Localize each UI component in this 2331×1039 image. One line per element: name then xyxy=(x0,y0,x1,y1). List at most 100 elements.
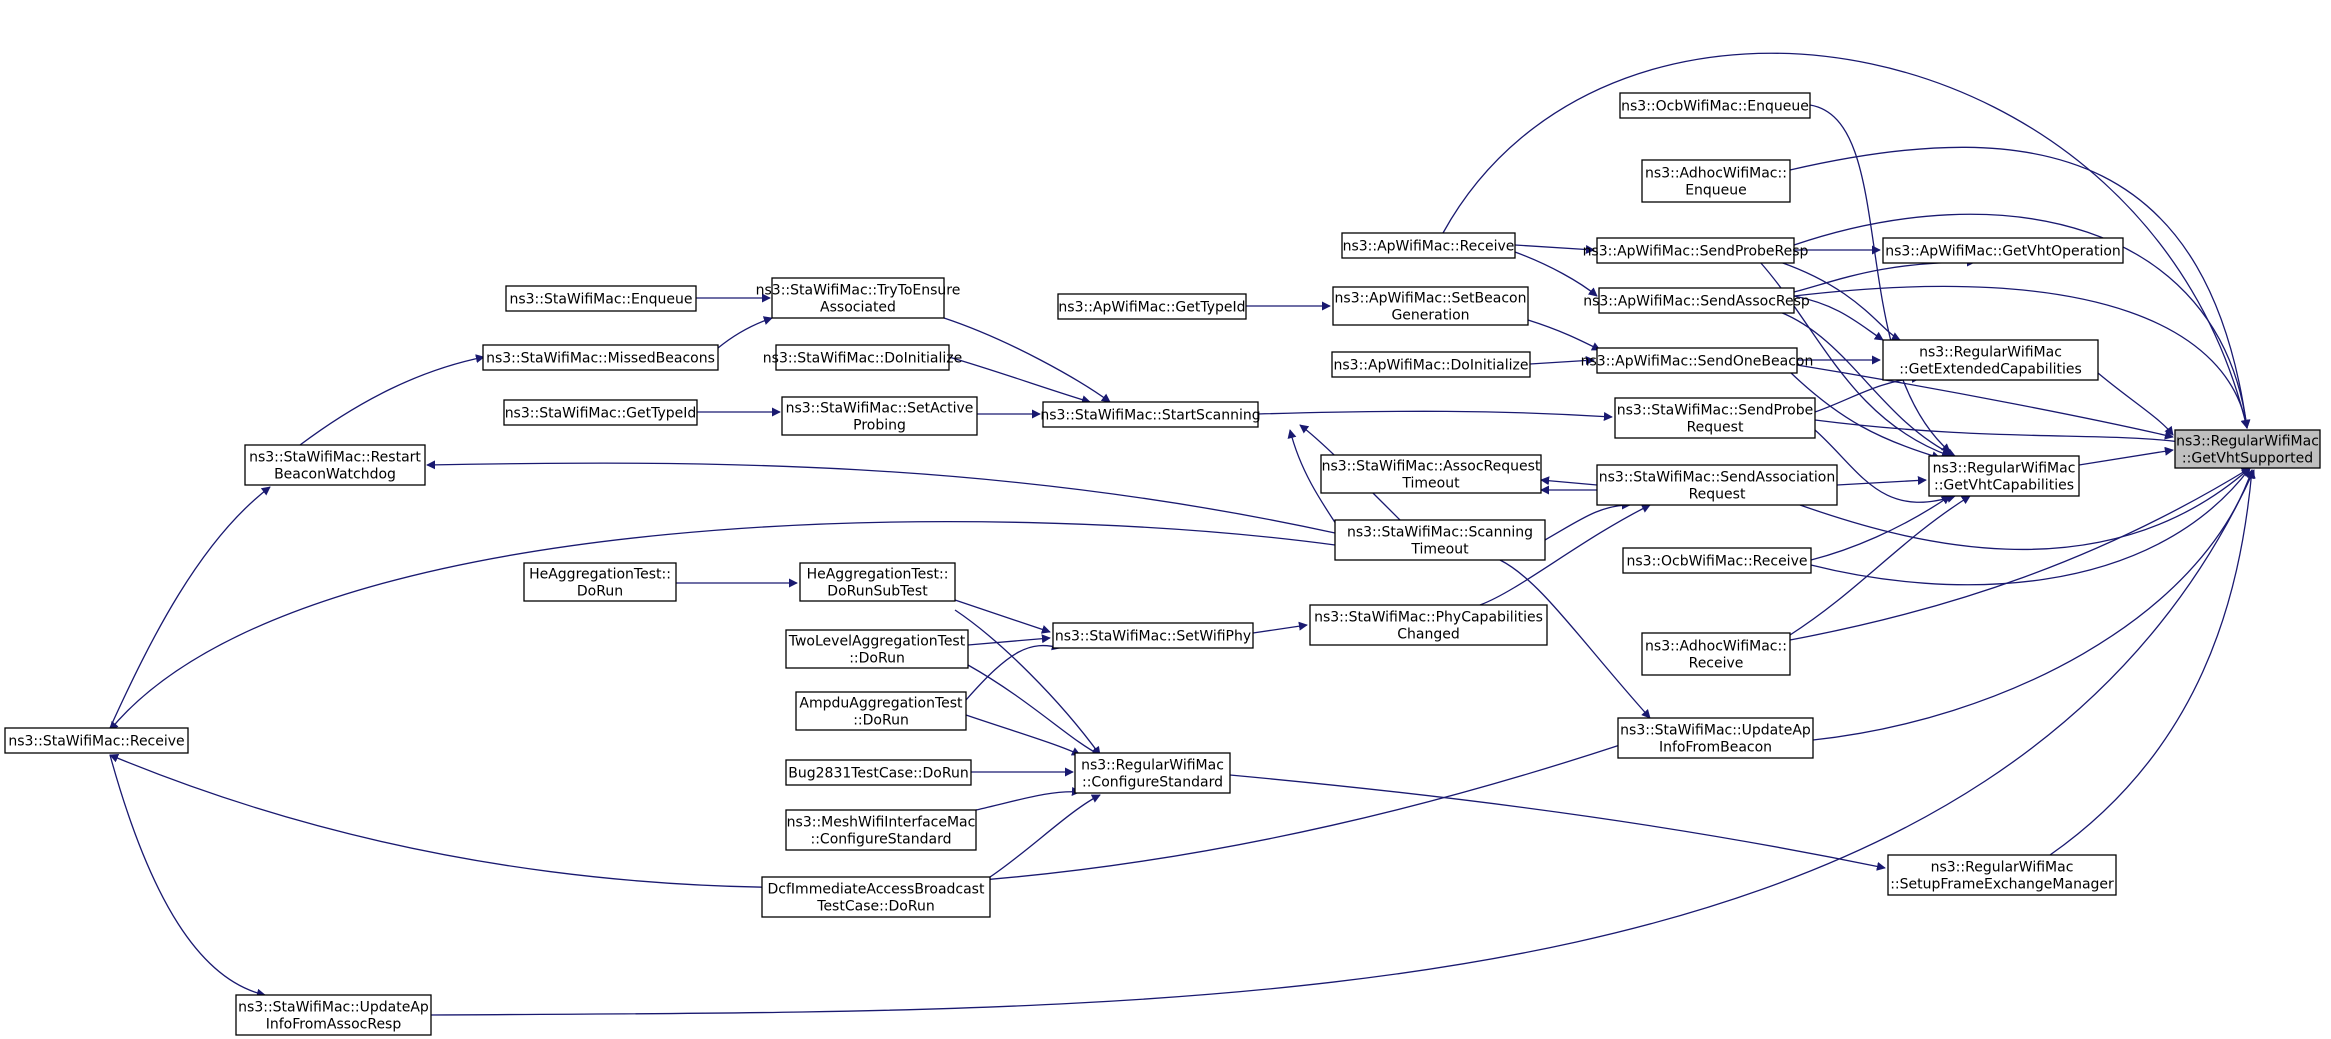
node-ap-sendproberesp[interactable]: ns3::ApWifiMac::SendProbeResp xyxy=(1583,237,1809,264)
node-label: ns3::ApWifiMac::SendAssocResp xyxy=(1583,294,1810,310)
call-edge xyxy=(1514,251,1598,297)
node-sta-updateapassoc[interactable]: ns3::StaWifiMac::UpdateApInfoFromAssocRe… xyxy=(235,994,432,1036)
node-label: DoRun xyxy=(577,584,623,600)
call-edge xyxy=(1793,295,1884,341)
node-twolevel-dorun[interactable]: TwoLevelAggregationTest::DoRun xyxy=(785,629,969,669)
node-ap-gettypeid[interactable]: ns3::ApWifiMac::GetTypeId xyxy=(1057,293,1247,320)
node-adhoc-receive[interactable]: ns3::AdhocWifiMac::Receive xyxy=(1641,632,1791,676)
node-mesh-configstd[interactable]: ns3::MeshWifiInterfaceMac::ConfigureStan… xyxy=(785,809,977,851)
node-reg-setupframe[interactable]: ns3::RegularWifiMac::SetupFrameExchangeM… xyxy=(1887,854,2117,896)
call-edge xyxy=(1836,475,1927,486)
call-edge xyxy=(975,786,1081,811)
node-label: ns3::RegularWifiMac xyxy=(2176,434,2319,450)
node-label: Probing xyxy=(853,418,906,434)
node-ocb-enqueue[interactable]: ns3::OcbWifiMac::Enqueue xyxy=(1619,92,1811,119)
node-label: ns3::RegularWifiMac xyxy=(1933,461,2076,477)
node-label: ns3::OcbWifiMac::Receive xyxy=(1627,554,1808,570)
node-sta-startscanning[interactable]: ns3::StaWifiMac::StartScanning xyxy=(1040,401,1261,428)
call-edge xyxy=(1229,774,1886,871)
call-edge xyxy=(954,599,1051,634)
node-label: InfoFromAssocResp xyxy=(266,1017,402,1033)
node-label: Enqueue xyxy=(1685,183,1747,199)
node-sta-gettypeid[interactable]: ns3::StaWifiMac::GetTypeId xyxy=(503,399,698,426)
node-label: HeAggregationTest:: xyxy=(529,567,671,583)
node-sta-missedbeacons[interactable]: ns3::StaWifiMac::MissedBeacons xyxy=(482,344,719,371)
node-label: ns3::StaWifiMac::SetActive xyxy=(786,401,974,417)
node-label: BeaconWatchdog xyxy=(274,467,396,483)
call-edge xyxy=(1789,467,2251,641)
node-sta-doinit[interactable]: ns3::StaWifiMac::DoInitialize xyxy=(763,344,962,371)
node-label: ns3::OcbWifiMac::Enqueue xyxy=(1621,99,1809,115)
node-label: ns3::MeshWifiInterfaceMac xyxy=(787,815,976,831)
node-label: ns3::StaWifiMac::SetWifiPhy xyxy=(1055,629,1251,645)
node-ap-sendassocresp[interactable]: ns3::ApWifiMac::SendAssocResp xyxy=(1583,287,1810,314)
node-sta-receive[interactable]: ns3::StaWifiMac::Receive xyxy=(4,727,189,754)
call-edge xyxy=(1287,429,1341,531)
node-ap-receive[interactable]: ns3::ApWifiMac::Receive xyxy=(1341,232,1516,259)
node-dcf-dorun[interactable]: DcfImmediateAccessBroadcastTestCase::DoR… xyxy=(761,876,991,918)
node-ampdu-dorun[interactable]: AmpduAggregationTest::DoRun xyxy=(795,691,967,731)
call-edge xyxy=(965,641,1061,701)
call-edge xyxy=(429,469,2255,1016)
node-adhoc-enqueue[interactable]: ns3::AdhocWifiMac::Enqueue xyxy=(1641,159,1791,203)
node-ap-getvhtoperation[interactable]: ns3::ApWifiMac::GetVhtOperation xyxy=(1882,237,2124,264)
call-edge xyxy=(1796,364,2174,440)
call-edge xyxy=(1252,621,1308,634)
node-he-dorunsubtest[interactable]: HeAggregationTest::DoRunSubTest xyxy=(799,562,956,602)
node-label: ns3::ApWifiMac::SendOneBeacon xyxy=(1581,354,1814,370)
node-target[interactable]: ns3::RegularWifiMac::GetVhtSupported xyxy=(2174,429,2321,469)
call-edge xyxy=(1540,476,1598,486)
call-edge xyxy=(1779,261,1901,341)
node-label: ns3::StaWifiMac::DoInitialize xyxy=(763,351,962,367)
node-label: Generation xyxy=(1391,308,1469,324)
node-ap-doinit[interactable]: ns3::ApWifiMac::DoInitialize xyxy=(1331,351,1531,378)
call-edge xyxy=(1789,146,2251,429)
node-label: ns3::ApWifiMac::DoInitialize xyxy=(1334,358,1529,374)
node-label: ns3::StaWifiMac::GetTypeId xyxy=(505,406,697,422)
node-ocb-receive[interactable]: ns3::OcbWifiMac::Receive xyxy=(1622,547,1812,574)
node-label: ::GetVhtCapabilities xyxy=(1934,478,2074,494)
node-reg-getextcap[interactable]: ns3::RegularWifiMac::GetExtendedCapabili… xyxy=(1882,339,2099,381)
call-edge xyxy=(426,460,1336,534)
node-label: ns3::RegularWifiMac xyxy=(1919,345,2062,361)
call-edge xyxy=(2049,469,2256,856)
call-edge xyxy=(989,794,1101,878)
call-edge xyxy=(1799,467,2251,551)
node-bug2831-dorun[interactable]: Bug2831TestCase::DoRun xyxy=(785,759,972,786)
node-label: ::ConfigureStandard xyxy=(1082,775,1223,791)
node-label: DoRunSubTest xyxy=(827,584,928,600)
call-edge xyxy=(299,354,485,446)
node-reg-getvhtcap[interactable]: ns3::RegularWifiMac::GetVhtCapabilities xyxy=(1928,455,2080,497)
call-edge xyxy=(1442,52,2250,429)
node-label: ns3::RegularWifiMac xyxy=(1081,758,1224,774)
node-reg-configstd[interactable]: ns3::RegularWifiMac::ConfigureStandard xyxy=(1074,752,1231,794)
node-ap-sendonebeacon[interactable]: ns3::ApWifiMac::SendOneBeacon xyxy=(1581,347,1814,374)
node-label: ns3::AdhocWifiMac:: xyxy=(1645,166,1787,182)
node-label: ns3::StaWifiMac::StartScanning xyxy=(1040,408,1260,424)
node-label: ns3::StaWifiMac::Restart xyxy=(249,450,421,466)
call-edge xyxy=(965,714,1081,756)
node-label: Timeout xyxy=(1401,476,1460,492)
node-sta-setwifiphy[interactable]: ns3::StaWifiMac::SetWifiPhy xyxy=(1052,622,1254,649)
node-he-dorun[interactable]: HeAggregationTest::DoRun xyxy=(523,562,677,602)
call-edge xyxy=(967,634,1051,646)
node-label: ns3::ApWifiMac::Receive xyxy=(1343,239,1515,255)
call-edge xyxy=(2078,446,2174,466)
call-edge xyxy=(1527,319,1601,351)
node-sta-enqueue[interactable]: ns3::StaWifiMac::Enqueue xyxy=(505,285,697,312)
node-label: ns3::StaWifiMac::Scanning xyxy=(1347,525,1533,541)
call-edge xyxy=(109,521,1336,731)
node-label: ns3::StaWifiMac::SendProbe xyxy=(1617,403,1813,419)
node-label: ::GetVhtSupported xyxy=(2182,451,2313,467)
